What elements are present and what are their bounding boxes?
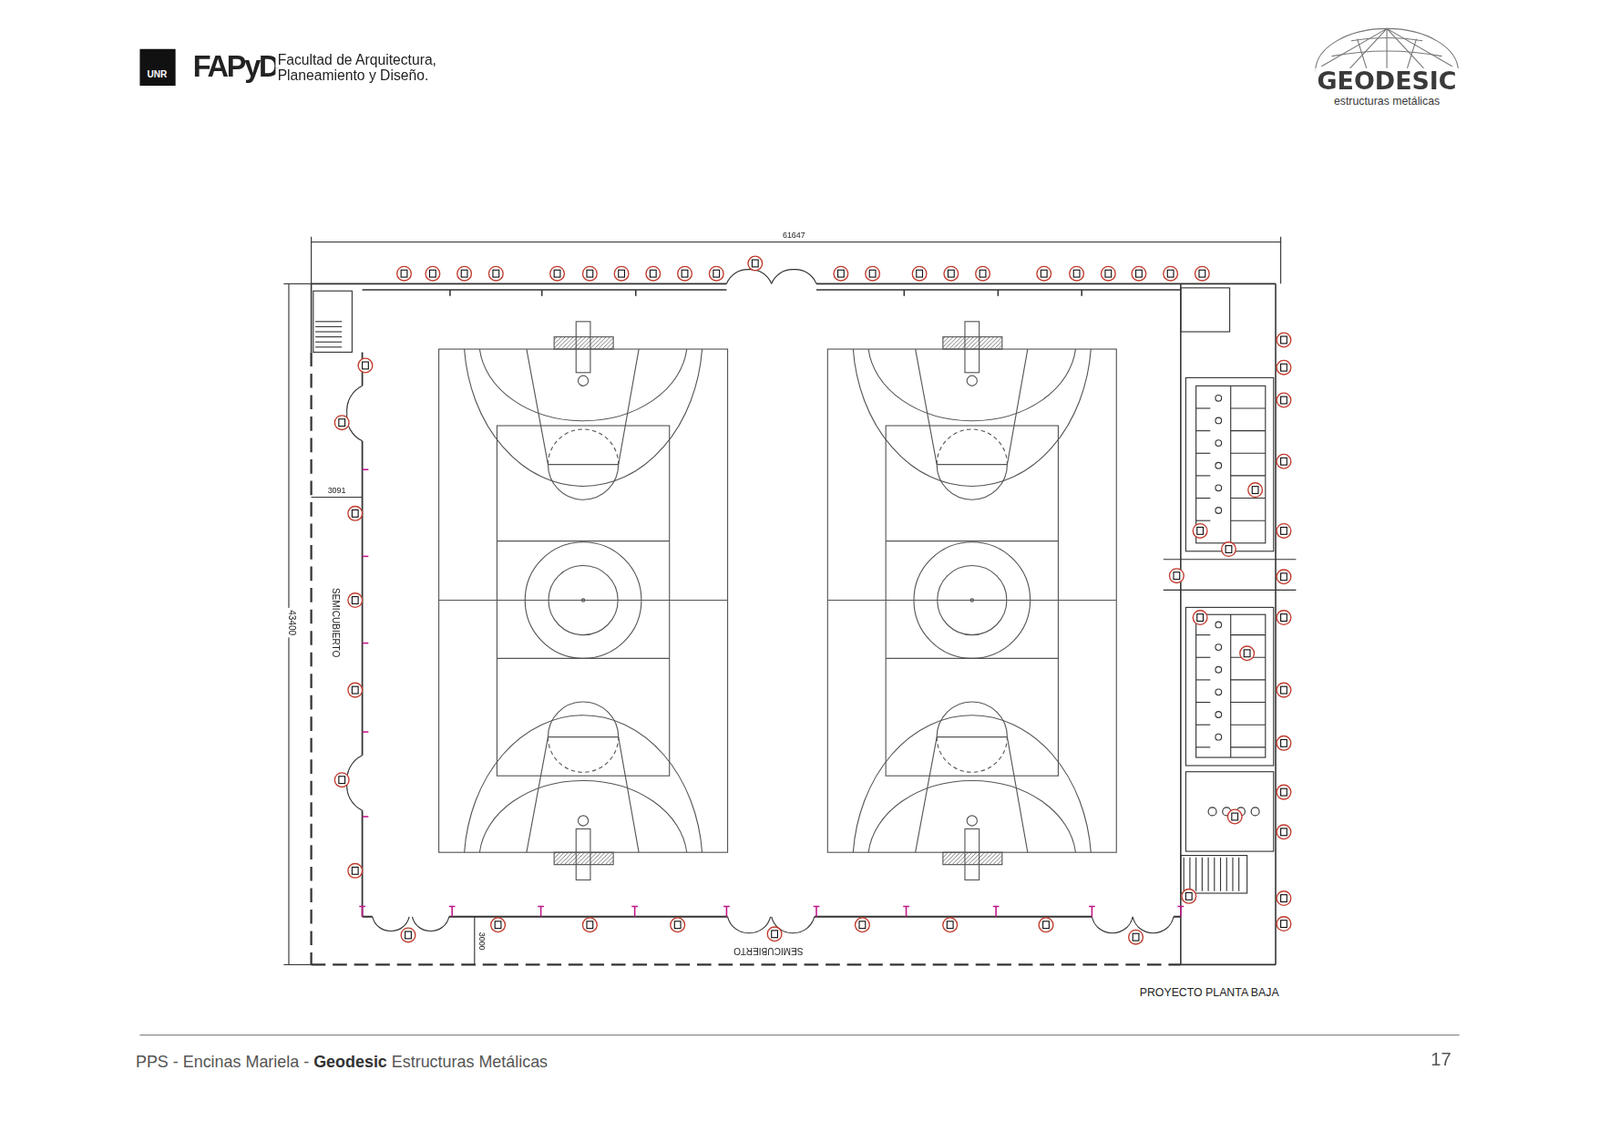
extinguisher-symbol	[488, 266, 503, 281]
extinguisher-symbol	[400, 927, 416, 943]
extinguisher-symbol	[1181, 889, 1197, 904]
area-label: SEMICUBIERTO	[329, 585, 340, 660]
extinguisher-symbol	[425, 266, 441, 281]
extinguisher-symbol	[1036, 266, 1052, 281]
extinguisher-symbol	[670, 917, 686, 933]
extinguisher-symbol	[1192, 523, 1208, 539]
extinguisher-symbol	[1276, 891, 1292, 906]
extinguisher-symbol	[1276, 332, 1292, 348]
dimension-value: 61647	[780, 231, 808, 241]
dimension-value: 43400	[286, 607, 297, 638]
extinguisher-symbol	[1069, 266, 1085, 281]
extinguisher-symbol	[457, 266, 472, 281]
extinguisher-symbol	[1192, 610, 1208, 626]
extinguisher-symbol	[943, 917, 958, 933]
extinguisher-symbol	[748, 256, 763, 271]
extinguisher-symbol	[1169, 568, 1185, 584]
extinguisher-symbol	[943, 266, 959, 281]
extinguisher-symbol	[348, 593, 363, 608]
extinguisher-symbol	[1248, 482, 1263, 498]
extinguisher-symbol	[1276, 523, 1292, 539]
extinguisher-symbol	[1227, 809, 1242, 824]
institution-name: Planeamiento y Diseño.	[275, 67, 431, 83]
extinguisher-symbol	[1128, 929, 1144, 944]
area-label: SEMICUBIERTO	[731, 944, 806, 955]
logo-text: UNR	[147, 70, 168, 81]
extinguisher-symbol	[646, 266, 661, 281]
logo-block	[139, 49, 175, 86]
extinguisher-symbol	[397, 266, 412, 281]
extinguisher-symbol	[1276, 736, 1292, 751]
footer-text: Estructuras Metálicas	[387, 1052, 548, 1071]
logo-text: FAPyD	[190, 51, 280, 84]
extinguisher-symbol	[833, 266, 849, 281]
extinguisher-symbol	[1276, 610, 1292, 626]
extinguisher-symbol	[1276, 392, 1292, 408]
extinguisher-symbol	[491, 917, 506, 933]
extinguisher-symbol	[348, 506, 363, 522]
extinguisher-symbol	[1276, 453, 1292, 469]
extinguisher-symbol	[583, 266, 598, 281]
extinguisher-symbol	[767, 926, 782, 942]
drawing-title: PROYECTO PLANTA BAJA	[1138, 985, 1282, 999]
extinguisher-symbol	[708, 266, 724, 281]
extinguisher-symbol	[358, 358, 373, 373]
extinguisher-symbol	[348, 863, 363, 879]
extinguisher-symbol	[1038, 917, 1054, 933]
institution-name: Facultad de Arquitectura,	[275, 51, 439, 68]
extinguisher-symbol	[334, 772, 349, 788]
extinguisher-symbol	[1276, 682, 1292, 698]
extinguisher-symbol	[334, 415, 349, 431]
extinguisher-symbol	[855, 917, 871, 933]
extinguisher-symbol	[912, 266, 927, 281]
page-number: 17	[1428, 1050, 1454, 1071]
extinguisher-symbol	[1131, 266, 1147, 281]
extinguisher-symbol	[1276, 569, 1292, 585]
dimension-value: 3000	[476, 929, 486, 952]
extinguisher-symbol	[1276, 916, 1292, 932]
extinguisher-symbol	[1195, 266, 1211, 281]
extinguisher-symbol	[550, 266, 565, 281]
extinguisher-symbol	[614, 266, 629, 281]
extinguisher-symbol	[677, 266, 693, 281]
extinguisher-symbol	[348, 682, 363, 698]
extinguisher-symbol	[1276, 359, 1292, 375]
extinguisher-symbol	[1221, 542, 1237, 557]
extinguisher-symbol	[975, 266, 991, 281]
footer-text: Geodesic	[313, 1052, 388, 1071]
dome-logo	[1315, 28, 1459, 72]
extinguisher-symbol	[1100, 266, 1116, 281]
extinguisher-symbol	[1276, 824, 1292, 840]
company-logo: GEODESIC	[1314, 68, 1459, 96]
extinguisher-symbol	[1276, 784, 1292, 800]
dimension-value: 3091	[325, 486, 348, 496]
company-tagline: estructuras metálicas	[1332, 94, 1443, 108]
extinguisher-symbol	[1163, 266, 1179, 281]
footer-text: PPS - Encinas Mariela -	[135, 1052, 314, 1071]
extinguisher-symbol	[865, 266, 881, 281]
extinguisher-symbol	[583, 917, 598, 933]
extinguisher-symbol	[1240, 646, 1255, 661]
